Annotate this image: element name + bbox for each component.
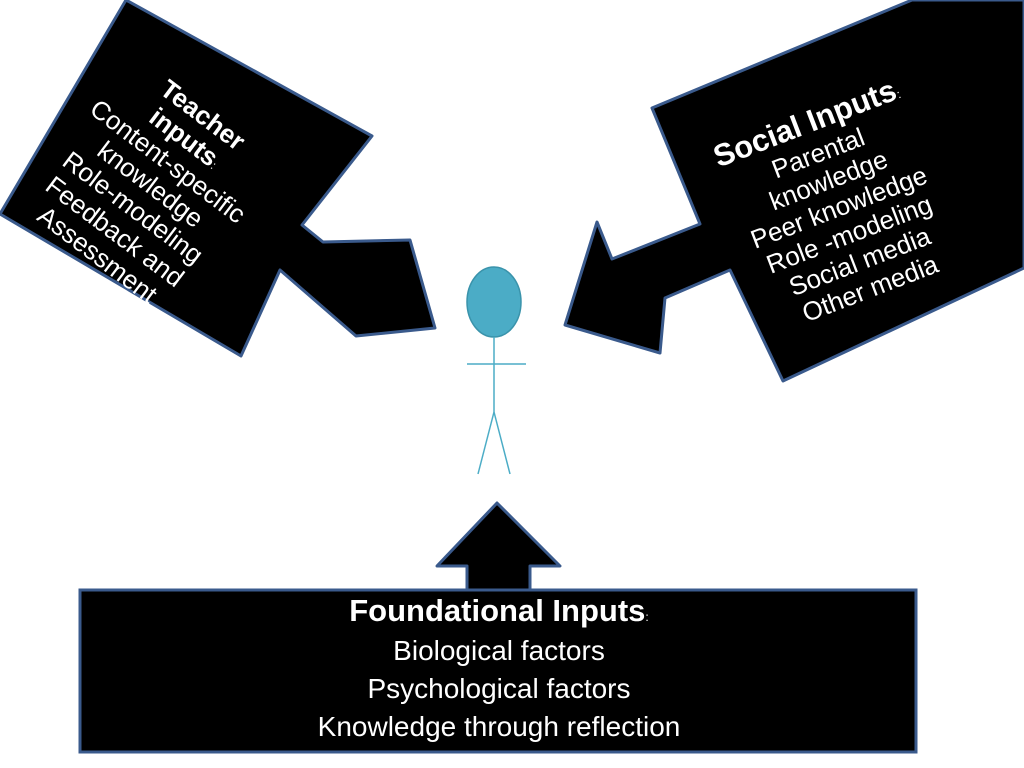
person-right-leg	[493, 411, 511, 475]
foundational-inputs-item: Psychological factors	[367, 673, 631, 705]
foundational-inputs-title: Foundational Inputs	[349, 593, 646, 628]
social-inputs-callout	[563, 0, 1024, 383]
person-left-leg	[477, 411, 495, 475]
foundational-inputs-box	[78, 588, 918, 754]
teacher-inputs-callout	[0, 0, 437, 358]
person-head	[466, 266, 522, 338]
foundational-inputs-colon: :	[645, 610, 649, 624]
foundational-inputs-text: Foundational Inputs: Biological factors …	[82, 590, 916, 746]
stick-figure-icon	[466, 266, 526, 475]
foundational-arrow	[435, 501, 562, 594]
foundational-inputs-item: Knowledge through reflection	[317, 711, 681, 743]
foundational-inputs-item: Biological factors	[393, 635, 605, 667]
